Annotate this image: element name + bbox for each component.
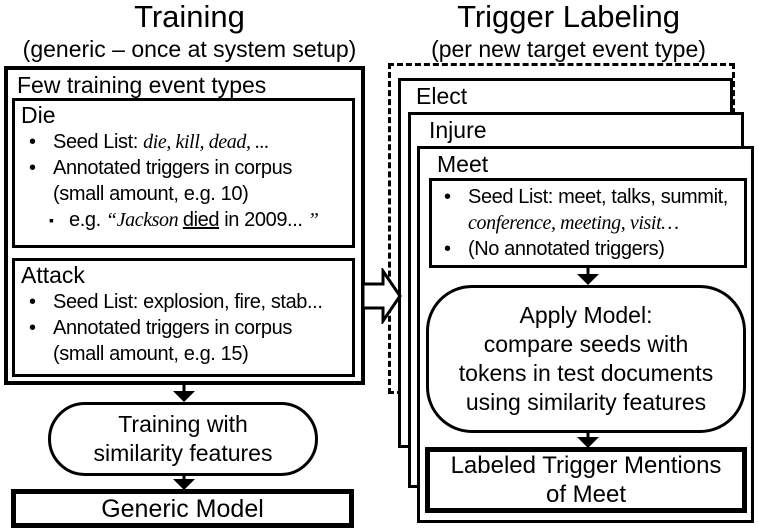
example-prefix: e.g. bbox=[69, 209, 106, 231]
bullet-icon: • bbox=[29, 317, 36, 339]
meet-seed-list-row: • Seed List: meet, talks, summit, confer… bbox=[436, 184, 744, 236]
meet-seed-list-text: Seed List: meet, talks, summit, conferen… bbox=[468, 184, 744, 236]
die-box: Die • Seed List: die, kill, dead, ... • … bbox=[12, 98, 355, 248]
example-trigger-word: died bbox=[182, 209, 220, 231]
attack-annotated-row: • Annotated triggers in corpus (small am… bbox=[21, 315, 352, 367]
card-injure-label: Injure bbox=[429, 117, 487, 143]
die-title: Die bbox=[21, 102, 56, 128]
meet-seed-box: • Seed List: meet, talks, summit, confer… bbox=[429, 178, 747, 268]
bullet-icon: • bbox=[29, 157, 36, 179]
bullet-icon: • bbox=[29, 291, 36, 313]
square-bullet-icon: ▪ bbox=[49, 212, 54, 228]
meet-seed-items-line2: conference, meeting, visit… bbox=[468, 212, 679, 234]
meet-seed-items-line1: meet, talks, summit, bbox=[558, 186, 728, 208]
bullet-icon: • bbox=[29, 131, 36, 153]
example-rest: in 2009... bbox=[219, 209, 308, 231]
die-example-row: ▪ e.g. “Jackson died in 2009... ” bbox=[47, 207, 350, 233]
training-subtitle: (generic – once at system setup) bbox=[22, 36, 357, 62]
seed-list-label: Seed List: bbox=[468, 186, 559, 208]
example-quoted-name: “Jackson bbox=[105, 209, 183, 231]
apply-model-line3: tokens in test documents bbox=[458, 360, 714, 386]
attack-annotated-line2: (small amount, e.g. 15) bbox=[53, 343, 249, 365]
die-annotated-row: • Annotated triggers in corpus (small am… bbox=[21, 155, 350, 207]
attack-title: Attack bbox=[21, 262, 85, 288]
card-elect-label: Elect bbox=[416, 83, 468, 109]
training-process-line2: similarity features bbox=[93, 440, 273, 466]
attack-annotated-text: Annotated triggers in corpus (small amou… bbox=[53, 315, 352, 367]
die-seed-items: die, kill, dead, ... bbox=[143, 131, 269, 153]
seed-list-label: Seed List: bbox=[53, 291, 144, 313]
training-process-node: Training with similarity features bbox=[48, 402, 318, 476]
training-title: Training bbox=[134, 0, 245, 34]
generic-model-box: Generic Model bbox=[11, 489, 354, 528]
labeled-mentions-line2: of Meet bbox=[545, 481, 627, 508]
card-meet-label: Meet bbox=[437, 151, 489, 177]
attack-seed-list-text: Seed List: explosion, fire, stab... bbox=[53, 289, 352, 315]
apply-model-line2: compare seeds with bbox=[483, 331, 689, 357]
apply-model-line1: Apply Model: bbox=[519, 302, 653, 328]
arrow-down-icon bbox=[574, 432, 602, 448]
labeled-mentions-line1: Labeled Trigger Mentions bbox=[450, 452, 722, 479]
attack-seed-list-row: • Seed List: explosion, fire, stab... bbox=[21, 289, 352, 315]
block-arrow-right-icon bbox=[362, 268, 402, 324]
die-annotated-line2: (small amount, e.g. 10) bbox=[53, 183, 249, 205]
attack-box: Attack • Seed List: explosion, fire, sta… bbox=[12, 258, 355, 377]
example-close-quote: ” bbox=[307, 209, 319, 231]
die-example-text: e.g. “Jackson died in 2009... ” bbox=[69, 207, 350, 233]
die-annotated-text: Annotated triggers in corpus (small amou… bbox=[53, 155, 350, 207]
trigger-labeling-subtitle: (per new target event type) bbox=[431, 36, 706, 62]
trigger-labeling-title: Trigger Labeling bbox=[457, 0, 680, 34]
apply-model-line4: using similarity features bbox=[465, 389, 707, 415]
arrow-down-icon bbox=[574, 267, 602, 285]
attack-annotated-line1: Annotated triggers in corpus bbox=[53, 317, 292, 339]
apply-model-node: Apply Model: compare seeds with tokens i… bbox=[426, 285, 746, 433]
meet-seed-line1: Seed List: meet, talks, summit, bbox=[468, 184, 744, 210]
arrow-down-icon bbox=[170, 384, 198, 402]
meet-no-annotated-row: • (No annotated triggers) bbox=[436, 236, 744, 262]
seed-list-label: Seed List: bbox=[53, 131, 144, 153]
bullet-icon: • bbox=[444, 238, 451, 260]
training-container-label: Few training event types bbox=[17, 72, 267, 98]
generic-model-label: Generic Model bbox=[101, 494, 264, 523]
die-seed-list-text: Seed List: die, kill, dead, ... bbox=[53, 129, 350, 155]
arrow-down-icon bbox=[170, 473, 198, 490]
die-annotated-line1: Annotated triggers in corpus bbox=[53, 157, 292, 179]
training-process-line1: Training with bbox=[118, 411, 248, 437]
meet-no-annotated-text: (No annotated triggers) bbox=[468, 238, 665, 260]
attack-seed-items: explosion, fire, stab... bbox=[143, 291, 323, 313]
bullet-icon: • bbox=[444, 186, 451, 208]
labeled-mentions-box: Labeled Trigger Mentions of Meet bbox=[425, 447, 747, 513]
die-seed-list-row: • Seed List: die, kill, dead, ... bbox=[21, 129, 350, 155]
training-container-box: Few training event types bbox=[4, 66, 365, 385]
